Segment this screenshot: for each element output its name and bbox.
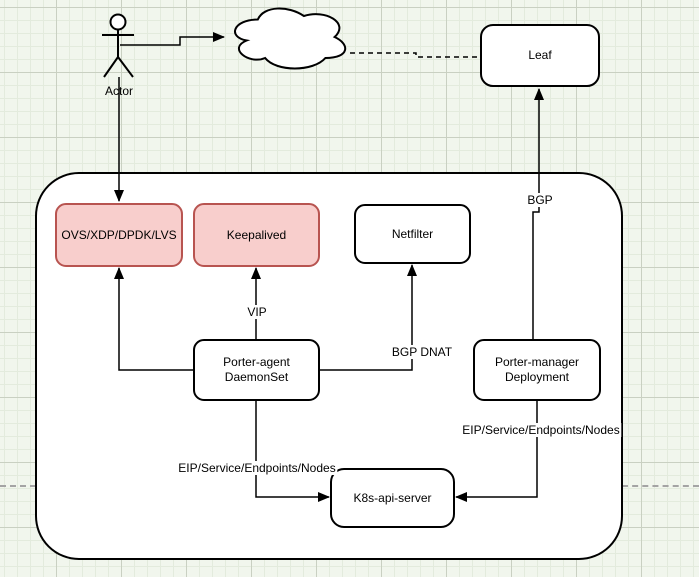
- node-leaf-label: Leaf: [528, 48, 552, 62]
- actor-legs: [103, 56, 134, 78]
- edge-agent-to-ovs[interactable]: [114, 267, 193, 371]
- node-porter-manager-deployment[interactable]: Porter-manager Deployment: [473, 339, 601, 401]
- edge-label-eip-right: EIP/Service/Endpoints/Nodes: [460, 423, 622, 437]
- cloud-shape[interactable]: [234, 7, 346, 70]
- node-leaf[interactable]: Leaf: [480, 24, 600, 87]
- page-boundary-dash-left: [0, 485, 36, 487]
- edge-agent-to-k8s[interactable]: [255, 401, 330, 502]
- actor-label: Actor: [104, 84, 134, 98]
- edge-label-eip-left: EIP/Service/Endpoints/Nodes: [176, 461, 338, 475]
- edge-label-bgp: BGP: [525, 193, 555, 207]
- node-k8s-api-server[interactable]: K8s-api-server: [330, 468, 455, 528]
- node-porter-agent-daemonset[interactable]: Porter-agent DaemonSet: [193, 339, 320, 401]
- node-netfilter[interactable]: Netfilter: [354, 204, 471, 264]
- actor-head: [109, 13, 127, 31]
- node-porter-agent-label: Porter-agent DaemonSet: [223, 355, 290, 384]
- edge-manager-to-k8s[interactable]: [455, 401, 538, 502]
- node-keepalived[interactable]: Keepalived: [193, 203, 320, 267]
- edge-manager-to-leaf-bgp[interactable]: [532, 88, 544, 339]
- edge-cloud-to-leaf[interactable]: [350, 52, 478, 58]
- page-boundary-dash-right: [622, 485, 699, 487]
- edge-agent-to-netfilter[interactable]: [320, 264, 417, 371]
- edge-label-bgp-dnat: BGP DNAT: [389, 345, 455, 359]
- edge-label-vip: VIP: [245, 305, 269, 319]
- node-ovs-xdp-dpdk-lvs[interactable]: OVS/XDP/DPDK/LVS: [55, 203, 183, 267]
- node-k8s-label: K8s-api-server: [353, 490, 432, 505]
- node-netfilter-label: Netfilter: [391, 226, 434, 241]
- node-keepalived-label: Keepalived: [226, 227, 287, 242]
- node-porter-manager-label: Porter-manager Deployment: [494, 355, 580, 384]
- edge-actor-to-cloud[interactable]: [120, 32, 225, 46]
- actor-figure[interactable]: [102, 13, 134, 78]
- node-ovs-label: OVS/XDP/DPDK/LVS: [61, 227, 177, 242]
